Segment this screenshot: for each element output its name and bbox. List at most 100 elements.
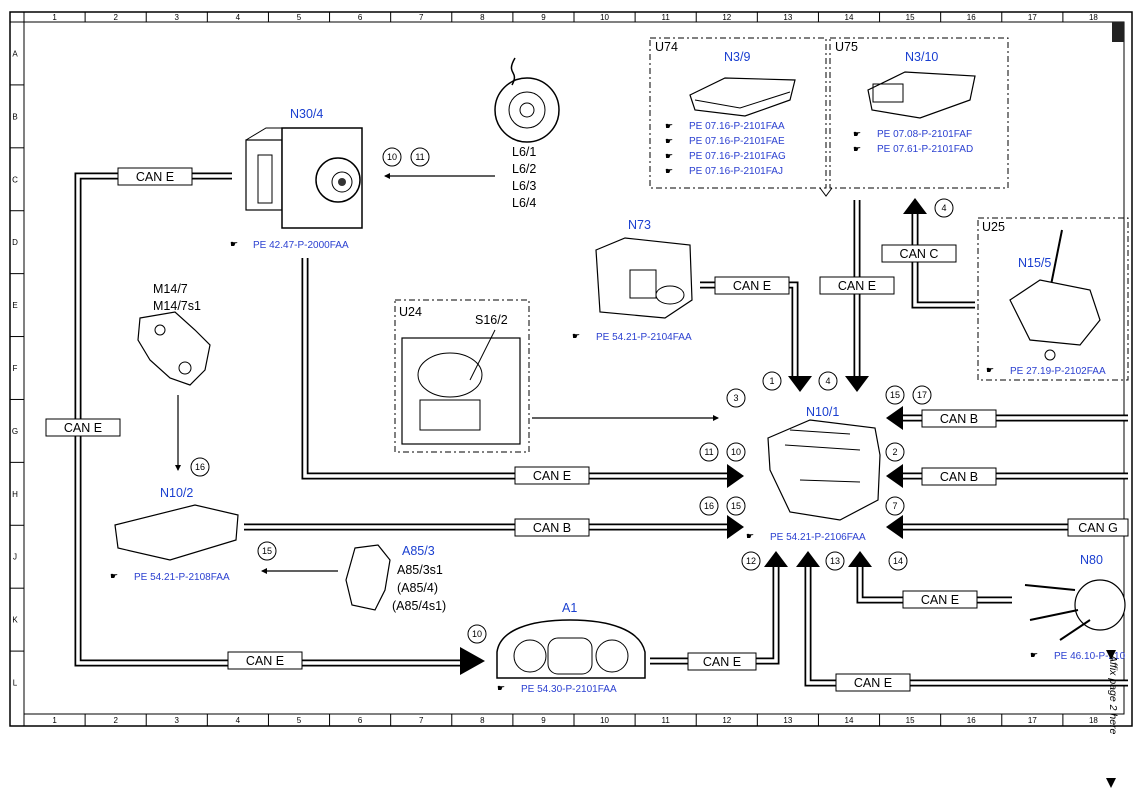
svg-text:CAN C: CAN C bbox=[900, 247, 939, 261]
row-letter: J bbox=[13, 553, 17, 562]
bus-label-can-e-engine: CAN E bbox=[819, 276, 895, 295]
svg-text:☛: ☛ bbox=[665, 136, 673, 146]
svg-text:CAN E: CAN E bbox=[733, 279, 771, 293]
a85-3-label: A85/3 bbox=[402, 544, 435, 558]
n15-5-ref: PE 27.19-P-2102FAA bbox=[1010, 366, 1106, 377]
column-number-top: 15 bbox=[906, 13, 915, 22]
sam-module-icon bbox=[767, 419, 881, 521]
svg-text:10: 10 bbox=[731, 447, 741, 457]
n10-1-label: N10/1 bbox=[806, 405, 839, 419]
column-number-top: 17 bbox=[1028, 13, 1037, 22]
circle-c11: 11 bbox=[699, 442, 719, 462]
svg-text:11: 11 bbox=[704, 447, 713, 457]
wheel-sensor-icon bbox=[494, 57, 560, 143]
svg-text:☛: ☛ bbox=[746, 531, 754, 541]
circle-c17: 17 bbox=[912, 385, 932, 405]
svg-text:15: 15 bbox=[731, 501, 741, 511]
u24-group: U24 S16/2 bbox=[394, 299, 530, 453]
circle-c15-left: 15 bbox=[726, 496, 746, 516]
circle-10-top: 10 bbox=[382, 147, 402, 167]
a1-label: A1 bbox=[562, 601, 577, 615]
ecu-n3-10-icon bbox=[867, 71, 976, 119]
circle-3: 3 bbox=[726, 388, 746, 408]
svg-text:☛: ☛ bbox=[110, 571, 118, 581]
circle-c13: 13 bbox=[825, 551, 845, 571]
drawing-frame: 1122334455667788991010111112121313141415… bbox=[9, 11, 1133, 727]
column-number-bottom: 7 bbox=[419, 716, 424, 725]
abs-unit-icon bbox=[245, 127, 363, 229]
n10-2-ref: PE 54.21-P-2108FAA bbox=[134, 572, 230, 583]
bus-label-can-b-mid: CAN B bbox=[514, 518, 590, 537]
m14-7s1-label: M14/7s1 bbox=[153, 299, 201, 313]
ignition-switch-icon bbox=[417, 329, 496, 431]
circle-c4-top: 4 bbox=[934, 198, 954, 218]
circle-11-top: 11 bbox=[410, 147, 430, 167]
u75-label: U75 bbox=[835, 40, 858, 54]
svg-text:15: 15 bbox=[890, 390, 900, 400]
svg-text:CAN B: CAN B bbox=[533, 521, 571, 535]
bus-wire-inner bbox=[806, 567, 1128, 685]
bus-label-can-e-bottom: CAN E bbox=[227, 651, 303, 670]
m14-component: M14/7 M14/7s1 bbox=[137, 282, 211, 386]
shift-module-icon bbox=[1009, 229, 1101, 361]
l6-3-label: L6/3 bbox=[512, 179, 536, 193]
group-join-mark bbox=[819, 187, 833, 197]
svg-text:CAN G: CAN G bbox=[1078, 521, 1118, 535]
n3-10-label: N3/10 bbox=[905, 50, 938, 64]
a85-3-component: A85/3 A85/3s1 (A85/4) (A85/4s1) bbox=[345, 544, 446, 613]
column-number-top: 12 bbox=[722, 13, 731, 22]
bus-label-can-c: CAN C bbox=[881, 244, 957, 263]
corner-mark bbox=[1112, 22, 1124, 42]
column-number-bottom: 16 bbox=[967, 716, 976, 725]
l6-2-label: L6/2 bbox=[512, 162, 536, 176]
n3-9-ref-2: PE 07.16-P-2101FAE bbox=[689, 136, 785, 147]
column-number-bottom: 4 bbox=[236, 716, 241, 725]
column-number-top: 2 bbox=[113, 13, 118, 22]
n3-9-ref-3: PE 07.16-P-2101FAG bbox=[689, 151, 786, 162]
row-letter: A bbox=[12, 49, 18, 58]
n10-1-ref: PE 54.21-P-2106FAA bbox=[770, 532, 866, 543]
n3-9-ref-4: PE 07.16-P-2101FAJ bbox=[689, 166, 783, 177]
svg-text:CAN E: CAN E bbox=[854, 676, 892, 690]
row-letter: G bbox=[12, 427, 18, 436]
column-number-top: 11 bbox=[662, 13, 671, 22]
bus-label-can-e-n80: CAN E bbox=[902, 590, 978, 609]
bus-label-can-b-right1: CAN B bbox=[921, 409, 997, 428]
circle-c7: 7 bbox=[885, 496, 905, 516]
row-letter: F bbox=[13, 364, 18, 373]
n80-label: N80 bbox=[1080, 553, 1103, 567]
column-number-top: 4 bbox=[236, 13, 241, 22]
n30-4-component: N30/4 ☛ PE 42.47-P-2000FAA bbox=[230, 107, 363, 251]
svg-text:CAN B: CAN B bbox=[940, 470, 978, 484]
svg-text:17: 17 bbox=[917, 390, 927, 400]
bus-label-can-e-top: CAN E bbox=[117, 167, 193, 186]
bus-label-can-e-n73: CAN E bbox=[714, 276, 790, 295]
n10-1-arrowheads bbox=[460, 198, 927, 675]
u25-group: U25 N15/5 ☛ PE 27.19-P-2102FAA bbox=[977, 217, 1129, 381]
rear-sam-icon bbox=[114, 504, 239, 561]
svg-text:3: 3 bbox=[733, 393, 738, 403]
bus-label-can-g: CAN G bbox=[1067, 518, 1129, 537]
n3-9-label: N3/9 bbox=[724, 50, 750, 64]
n30-4-ref-icon: ☛ bbox=[230, 239, 238, 249]
trunk-lock-icon bbox=[345, 544, 391, 611]
column-number-bottom: 14 bbox=[845, 716, 854, 725]
svg-text:10: 10 bbox=[472, 629, 482, 639]
circle-c12: 12 bbox=[741, 551, 761, 571]
column-number-top: 16 bbox=[967, 13, 976, 22]
n3-9-ref-1: PE 07.16-P-2101FAA bbox=[689, 121, 785, 132]
bus-label-can-e-mid: CAN E bbox=[514, 466, 590, 485]
n10-1-component: N10/1 ☛ PE 54.21-P-2106FAA bbox=[746, 405, 881, 543]
column-number-bottom: 8 bbox=[480, 716, 485, 725]
bus-wire-inner bbox=[650, 567, 778, 663]
svg-text:14: 14 bbox=[893, 556, 903, 566]
svg-text:☛: ☛ bbox=[665, 151, 673, 161]
svg-text:CAN E: CAN E bbox=[246, 654, 284, 668]
row-letter: D bbox=[12, 238, 18, 247]
row-letter: K bbox=[12, 616, 18, 625]
circle-15-a85: 15 bbox=[257, 541, 277, 561]
n10-2-component: N10/2 ☛ PE 54.21-P-2108FAA bbox=[110, 486, 239, 583]
steering-column-module-icon bbox=[1024, 579, 1126, 641]
svg-text:1: 1 bbox=[769, 376, 774, 386]
column-number-top: 8 bbox=[480, 13, 485, 22]
